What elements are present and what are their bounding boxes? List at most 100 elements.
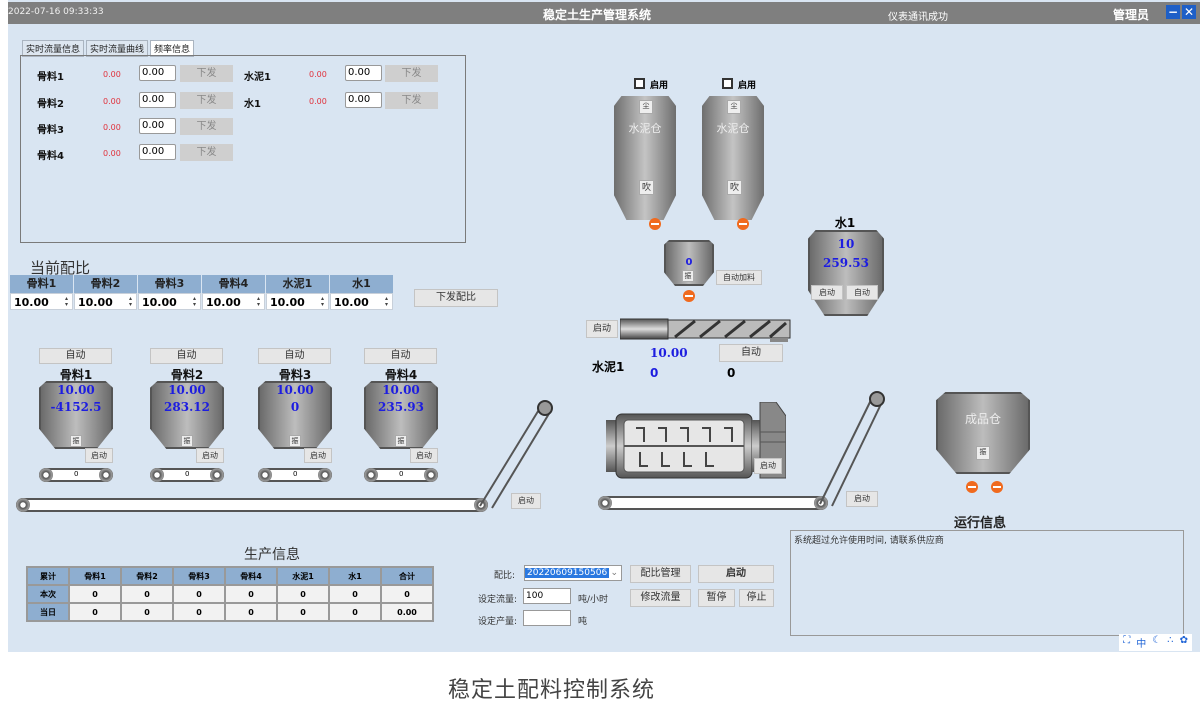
valve-icon[interactable]: [649, 218, 661, 230]
spin-arrows-icon[interactable]: ▴▾: [193, 295, 197, 308]
spin-arrows-icon[interactable]: ▴▾: [257, 295, 261, 308]
ratio-spinbox[interactable]: 10.00▴▾: [266, 293, 329, 310]
start-button[interactable]: 启动: [698, 565, 774, 583]
tab-flow-curve[interactable]: 实时流量曲线: [86, 40, 149, 57]
valve-icon[interactable]: [966, 481, 978, 493]
start-button[interactable]: 启动: [304, 448, 332, 463]
mixer-start-button[interactable]: 启动: [754, 458, 782, 474]
moon-icon[interactable]: ☾: [1152, 635, 1162, 646]
flow-input[interactable]: 0.00: [139, 92, 176, 108]
screw-start-button[interactable]: 启动: [586, 320, 618, 338]
spin-arrows-icon[interactable]: ▴▾: [129, 295, 133, 308]
screw-set: 10.00: [650, 346, 688, 360]
tab-frequency[interactable]: 频率信息: [150, 40, 195, 57]
flow-input[interactable]: 0.00: [139, 65, 176, 81]
screenshot-icon[interactable]: ⛶: [1123, 635, 1131, 646]
close-button[interactable]: ✕: [1182, 5, 1196, 19]
spin-arrows-icon[interactable]: ▴▾: [65, 295, 69, 308]
output-belt-start-button[interactable]: 启动: [846, 491, 878, 507]
start-button[interactable]: 启动: [196, 448, 224, 463]
ratio-select[interactable]: 20220609150506⌄: [524, 565, 622, 581]
auto-button[interactable]: 自动: [39, 348, 112, 364]
blow-button[interactable]: 吹: [727, 180, 742, 195]
table-header: 骨料2: [120, 566, 174, 586]
valve-icon[interactable]: [991, 481, 1003, 493]
output-incline-belt-icon: [819, 391, 885, 507]
flow-value: 0.00: [103, 149, 121, 158]
send-ratio-button[interactable]: 下发配比: [414, 289, 498, 307]
dust-button[interactable]: 尘: [727, 100, 741, 114]
water-auto-button[interactable]: 自动: [846, 285, 878, 300]
spin-arrows-icon[interactable]: ▴▾: [385, 295, 389, 308]
spin-arrows-icon[interactable]: ▴▾: [321, 295, 325, 308]
user-name[interactable]: 管理员: [1113, 8, 1150, 22]
send-button[interactable]: 下发: [385, 65, 438, 82]
flow-set-label: 设定流量:: [478, 595, 518, 605]
run-info-log[interactable]: 系统超过允许使用时间, 请联系供应商: [790, 530, 1184, 636]
auto-button[interactable]: 自动: [150, 348, 223, 364]
flow-input[interactable]: 0.00: [139, 118, 176, 134]
output-set-input[interactable]: [523, 610, 571, 626]
caption: 稳定土配料控制系统: [448, 678, 656, 703]
vibrate-button[interactable]: 振: [289, 435, 301, 447]
hopper-icon: [39, 381, 113, 449]
modify-flow-button[interactable]: 修改流量: [630, 589, 691, 607]
system-tray: ⛶ 中 ☾ ∴ ✿: [1119, 634, 1192, 651]
valve-icon[interactable]: [683, 290, 695, 302]
vibrate-button[interactable]: 振: [70, 435, 82, 447]
ratio-spinbox[interactable]: 10.00 ▴▾: [202, 293, 265, 310]
enable-checkbox[interactable]: [634, 78, 645, 89]
auto-button[interactable]: 自动: [258, 348, 331, 364]
blow-button[interactable]: 吹: [639, 180, 654, 195]
vibrate-button[interactable]: 振: [682, 270, 694, 282]
production-title: 生产信息: [244, 547, 300, 563]
send-button[interactable]: 下发: [385, 92, 438, 109]
send-button[interactable]: 下发: [180, 65, 233, 82]
dots-icon[interactable]: ∴: [1167, 635, 1174, 646]
flow-label: 骨料4: [37, 151, 64, 162]
roller-icon: [258, 468, 272, 482]
settings-icon[interactable]: ✿: [1179, 635, 1188, 646]
roller-icon: [150, 468, 164, 482]
ratio-spinbox[interactable]: 10.00▴▾: [330, 293, 393, 310]
start-button[interactable]: 启动: [410, 448, 438, 463]
ratio-spinbox[interactable]: 10.00▴▾: [10, 293, 73, 310]
screw-auto-button[interactable]: 自动: [719, 344, 783, 362]
minimize-button[interactable]: −: [1166, 5, 1180, 19]
stop-button[interactable]: 停止: [739, 589, 774, 607]
vibrate-button[interactable]: 振: [181, 435, 193, 447]
ime-chinese-icon[interactable]: 中: [1136, 639, 1147, 650]
ratio-value: 10.00: [206, 296, 241, 309]
pause-button[interactable]: 暂停: [698, 589, 735, 607]
vibrate-button[interactable]: 振: [976, 446, 990, 460]
send-button[interactable]: 下发: [180, 118, 233, 135]
table-row: 当日 0 0 0 0 0 0 0.00: [26, 602, 434, 622]
table-cell: 0: [120, 602, 174, 622]
production-table: 累计 骨料1 骨料2 骨料3 骨料4 水泥1 水1 合计 本次 0 0 0 0 …: [26, 566, 434, 622]
send-button[interactable]: 下发: [180, 144, 233, 161]
table-header: 骨料4: [224, 566, 278, 586]
auto-button[interactable]: 自动: [364, 348, 437, 364]
flow-set-input[interactable]: 100: [523, 588, 571, 604]
water-start-button[interactable]: 启动: [811, 285, 843, 300]
collector-start-button[interactable]: 启动: [511, 493, 541, 509]
flow-input[interactable]: 0.00: [139, 144, 176, 160]
ratio-spinbox[interactable]: 10.00▴▾: [138, 293, 201, 310]
auto-feed-button[interactable]: 自动加料: [716, 270, 762, 285]
send-button[interactable]: 下发: [180, 92, 233, 109]
actual-value: -4152.5: [50, 400, 102, 414]
chevron-down-icon[interactable]: ⌄: [610, 568, 618, 578]
valve-icon[interactable]: [737, 218, 749, 230]
flow-input[interactable]: 0.00: [345, 65, 382, 81]
enable-checkbox[interactable]: [722, 78, 733, 89]
vibrate-button[interactable]: 振: [395, 435, 407, 447]
start-button[interactable]: 启动: [85, 448, 113, 463]
dust-button[interactable]: 尘: [639, 100, 653, 114]
ratio-spinbox[interactable]: 10.00▴▾: [74, 293, 137, 310]
roller-icon: [39, 468, 53, 482]
flow-input[interactable]: 0.00: [345, 92, 382, 108]
tab-realtime-flow[interactable]: 实时流量信息: [22, 40, 85, 57]
set-value: 10.00: [168, 383, 206, 397]
ratio-manage-button[interactable]: 配比管理: [630, 565, 691, 583]
table-cell: 0: [224, 584, 278, 604]
